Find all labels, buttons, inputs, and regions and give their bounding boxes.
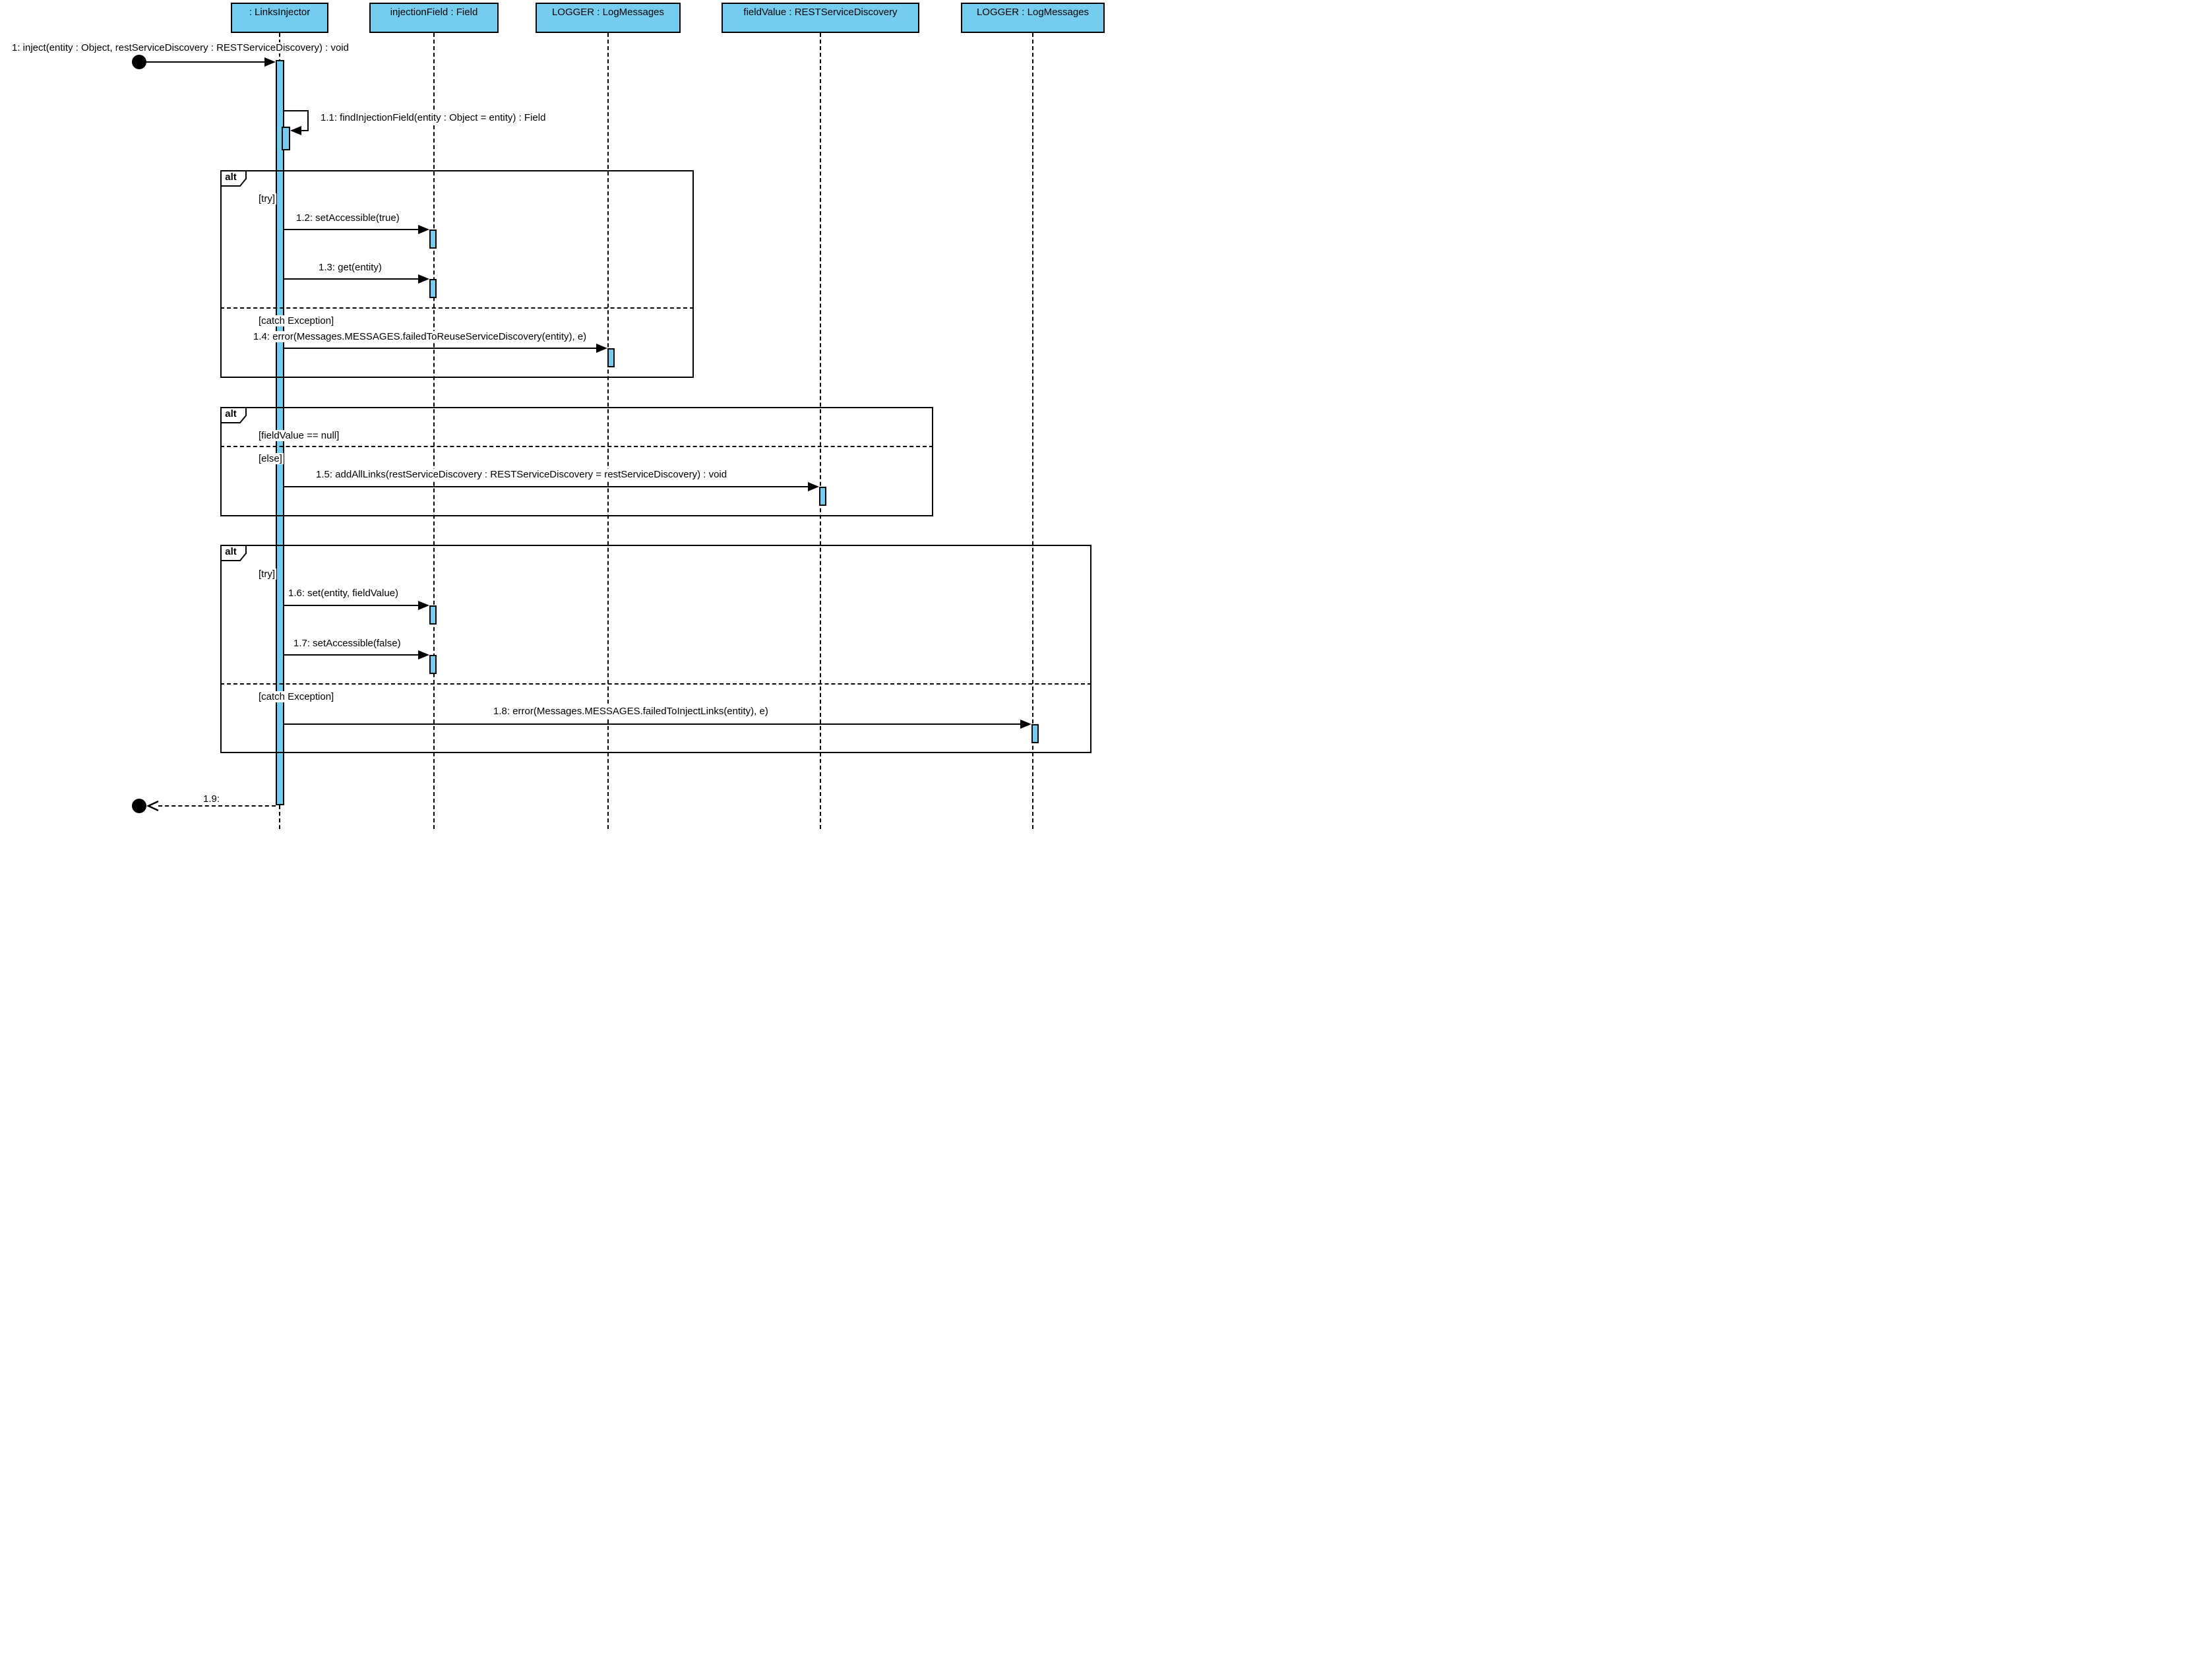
message-1-1-arrowhead — [290, 126, 301, 135]
guard-try-1: [try] — [257, 193, 276, 204]
message-1-start-endpoint — [132, 55, 146, 69]
message-1-8-line — [284, 723, 1021, 725]
sequence-diagram: : LinksInjector injectionField : Field L… — [0, 0, 1106, 829]
message-1-1-line-right — [307, 110, 309, 131]
alt-fragment-1-divider — [220, 307, 694, 309]
message-1-4-label: 1.4: error(Messages.MESSAGES.failedToReu… — [251, 331, 589, 342]
message-1-8-arrowhead — [1020, 720, 1031, 729]
message-1-9-end-endpoint — [132, 799, 146, 813]
activation-injectionfield-1-7 — [429, 655, 437, 674]
message-1-3-arrowhead — [418, 274, 429, 284]
alt-fragment-1 — [220, 170, 694, 378]
message-1-7-label: 1.7: setAccessible(false) — [292, 638, 403, 649]
activation-fieldvalue-1-5 — [819, 487, 826, 506]
message-1-7-line — [284, 654, 419, 656]
message-1-5-arrowhead — [808, 482, 819, 491]
message-1-2-line — [284, 229, 419, 230]
message-1-5-label: 1.5: addAllLinks(restServiceDiscovery : … — [314, 469, 729, 480]
guard-try-3: [try] — [257, 568, 276, 580]
guard-else: [else] — [257, 453, 284, 464]
participant-injectionfield: injectionField : Field — [369, 3, 499, 33]
alt-operator-label: alt — [225, 546, 237, 557]
participant-label: LOGGER : LogMessages — [551, 7, 665, 18]
alt-operator-label: alt — [225, 408, 237, 419]
activation-logger1-1-4 — [607, 348, 615, 367]
message-1-3-label: 1.3: get(entity) — [317, 262, 384, 273]
message-1-6-line — [284, 605, 419, 606]
participant-label: : LinksInjector — [249, 7, 311, 18]
message-1-7-arrowhead — [418, 650, 429, 660]
activation-linksinjector-self — [282, 127, 290, 150]
message-1-9-label: 1.9: — [201, 793, 222, 805]
message-1-4-arrowhead — [596, 344, 607, 353]
message-1-2-label: 1.2: setAccessible(true) — [294, 212, 402, 224]
alt-fragment-1-operator: alt — [220, 170, 247, 187]
participant-logger-1: LOGGER : LogMessages — [536, 3, 681, 33]
message-1-6-arrowhead — [418, 601, 429, 610]
participant-label: injectionField : Field — [390, 7, 478, 18]
message-1-2-arrowhead — [418, 225, 429, 234]
message-1-8-label: 1.8: error(Messages.MESSAGES.failedToInj… — [491, 706, 770, 717]
message-1-label: 1: inject(entity : Object, restServiceDi… — [10, 42, 351, 53]
participant-fieldvalue: fieldValue : RESTServiceDiscovery — [722, 3, 919, 33]
message-1-6-label: 1.6: set(entity, fieldValue) — [286, 588, 401, 599]
guard-catch-3: [catch Exception] — [257, 691, 336, 702]
lifeline-logger-1 — [607, 33, 609, 829]
alt-fragment-3-operator: alt — [220, 545, 247, 561]
lifeline-fieldvalue — [820, 33, 821, 829]
participant-linksinjector: : LinksInjector — [231, 3, 328, 33]
message-1-1-label: 1.1: findInjectionField(entity : Object … — [319, 112, 548, 123]
lifeline-injectionfield — [433, 33, 435, 829]
guard-fieldvalue-null: [fieldValue == null] — [257, 430, 341, 441]
participant-logger-2: LOGGER : LogMessages — [961, 3, 1105, 33]
message-1-1-line-top — [284, 110, 309, 111]
activation-logger2-1-8 — [1031, 724, 1039, 743]
activation-injectionfield-1-3 — [429, 279, 437, 298]
message-1-3-line — [284, 278, 419, 280]
message-1-9-open-arrowhead — [146, 799, 160, 816]
alt-fragment-2-operator: alt — [220, 407, 247, 423]
alt-fragment-3-divider — [220, 683, 1091, 685]
activation-injectionfield-1-6 — [429, 605, 437, 625]
message-1-9-line — [158, 805, 276, 807]
activation-injectionfield-1-2 — [429, 230, 437, 249]
lifeline-logger-2 — [1032, 33, 1033, 829]
message-1-arrowhead — [264, 57, 276, 67]
alt-operator-label: alt — [225, 171, 237, 183]
alt-fragment-2-divider — [220, 446, 933, 447]
message-1-line — [146, 61, 265, 63]
guard-catch-1: [catch Exception] — [257, 315, 336, 326]
participant-label: LOGGER : LogMessages — [976, 7, 1090, 18]
alt-fragment-3 — [220, 545, 1091, 753]
message-1-5-line — [284, 486, 809, 487]
participant-label: fieldValue : RESTServiceDiscovery — [743, 7, 898, 18]
message-1-1-line-bottom — [300, 130, 309, 131]
message-1-4-line — [284, 348, 597, 349]
